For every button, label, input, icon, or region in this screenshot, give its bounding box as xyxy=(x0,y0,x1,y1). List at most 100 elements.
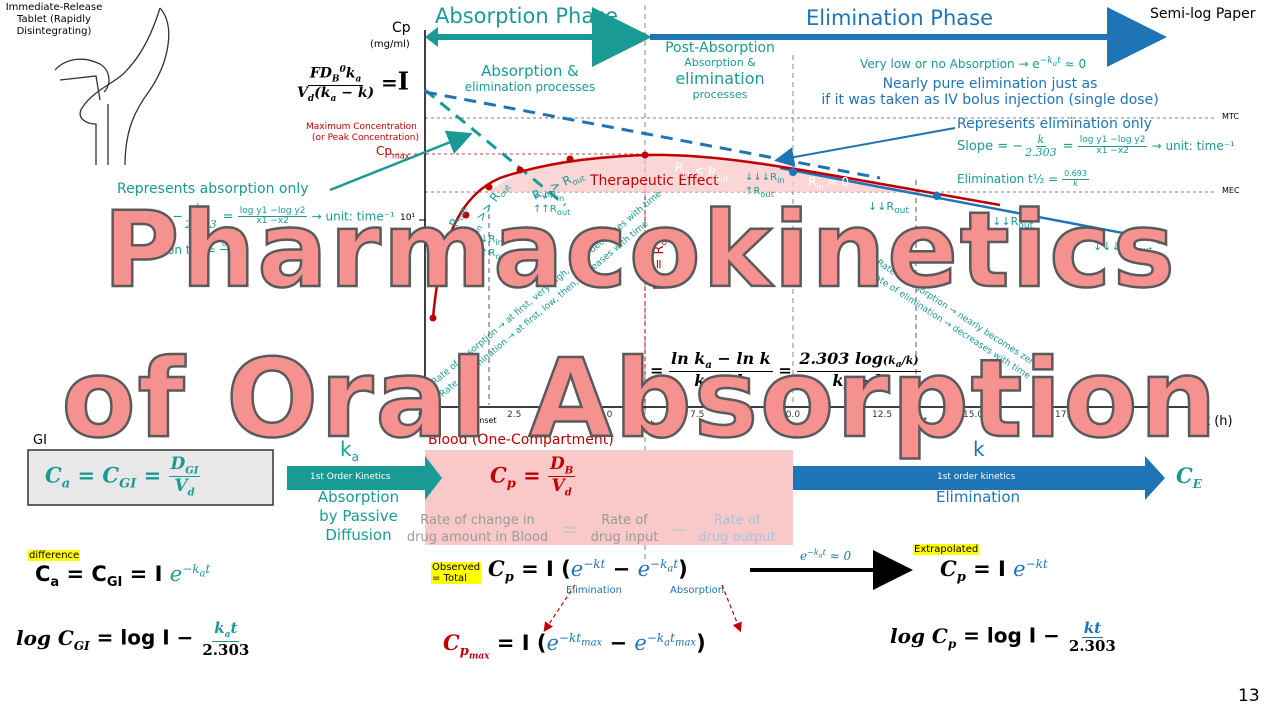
x-tick-label: 7.5 xyxy=(690,410,705,420)
elimination-small-label: Elimination xyxy=(566,585,623,596)
rate-output-line2: drug output xyxy=(698,530,776,545)
mec-label: MEC xyxy=(1222,186,1240,195)
ce-label: CE xyxy=(1176,463,1202,491)
post-abs-line2: Absorption & xyxy=(684,56,756,69)
cpmax-arrow-left xyxy=(543,584,576,632)
y-tick-label-0: 10⁰ xyxy=(400,398,416,408)
rate-input-label: Rate of drug input xyxy=(582,512,667,546)
blood-box xyxy=(425,450,793,545)
post-absorption-text: Post-Absorption Absorption & elimination… xyxy=(650,40,790,101)
ka-main: k xyxy=(340,437,352,461)
very-low-absorption: Very low or no Absorption → e−kat ≈ 0 xyxy=(860,56,1087,71)
rate-change-line2: drug amount in Blood xyxy=(406,530,549,545)
gi-label: GI xyxy=(33,433,47,448)
rin-approx-zero: Rin ≈ 0 xyxy=(808,175,849,192)
tablet-label: Immediate-Release Tablet (Rapidly Disint… xyxy=(5,2,103,37)
rin-arrows-1: ↓↓Rin↑↑Rout xyxy=(533,190,571,217)
tmax-main: t xyxy=(650,418,655,432)
rout-down-2: ↓↓↓Rout xyxy=(983,215,1034,232)
cpmax-label: Cpmax xyxy=(376,144,409,160)
passive-line2: by Passive xyxy=(319,507,398,525)
nearly-pure-line1: Nearly pure elimination just as xyxy=(882,76,1098,92)
x-tick-label: 2.5 xyxy=(507,410,522,420)
elim-points xyxy=(789,168,1164,244)
cpmax-arrow-right xyxy=(721,584,742,633)
represents-absorption: Represents absorption only xyxy=(117,181,309,197)
abs-proc-line1: Absorption & xyxy=(481,62,579,80)
absorption-phase-title: Absorption Phase xyxy=(435,4,619,28)
observed-badge: Observed = Total xyxy=(431,562,482,584)
rate-output-label: Rate of drug output xyxy=(692,512,782,546)
post-abs-line1: Post-Absorption xyxy=(665,40,775,56)
k-label: k xyxy=(973,437,985,461)
passive-diffusion-label: Absorption by Passive Diffusion xyxy=(296,488,421,545)
x-tick-label: 17.5 xyxy=(1055,410,1076,420)
cp-curve xyxy=(431,153,1001,319)
rate-change-label: Rate of change in drug amount in Blood xyxy=(400,512,555,546)
x-tick-label: 20.0 xyxy=(1148,410,1169,420)
first-order-elim-label: 1st order kinetics xyxy=(937,472,1016,482)
elim-slope-unit: → unit: time⁻¹ xyxy=(1151,139,1235,154)
abs-pointer xyxy=(329,130,473,192)
abs-slope-text: Slope = xyxy=(117,209,169,225)
overlay-title-line1: Pharmacokinetics xyxy=(102,189,1177,312)
x-tick-label: 5.0 xyxy=(598,410,613,420)
k-arrow xyxy=(793,456,1165,500)
therapeutic-effect-label: Therapeutic Effect xyxy=(590,173,719,189)
rout-down-3: ↓↓↓↓Rout xyxy=(1093,240,1153,257)
rout-down-1: ↓↓Rout xyxy=(868,200,910,217)
absorption-phase-arrow-tail xyxy=(425,27,438,47)
very-low-text: Very low or no Absorption → e xyxy=(860,57,1040,71)
absorption-small-label: Absorption xyxy=(670,585,725,596)
page-number: 13 xyxy=(1238,686,1260,706)
abs-slope-unit: → unit: time⁻¹ xyxy=(311,209,395,224)
eq-sign: = xyxy=(561,518,579,543)
rin-arrows-2: ↓Rin↑Rout xyxy=(480,234,509,261)
y-tick-label-1: 10¹ xyxy=(400,213,416,223)
represents-elimination: Represents elimination only xyxy=(957,116,1152,132)
rate-change-line1: Rate of change in xyxy=(420,513,535,528)
x-tick-label: 10.0 xyxy=(780,410,801,420)
elim-pointer xyxy=(774,127,956,167)
ca-equation: Ca = CGI = I e−kat xyxy=(35,562,211,591)
post-abs-line3: elimination xyxy=(675,69,765,88)
tmax-label: tmax xyxy=(650,418,672,434)
x-axis-label: t (h) xyxy=(1205,414,1233,429)
x-tick-label: 12.5 xyxy=(872,410,893,420)
cpmax-main: Cp xyxy=(376,144,392,158)
elimination-phase-title: Elimination Phase xyxy=(806,6,994,30)
ka-label: ka xyxy=(340,437,359,464)
rin-arrows-3: ↓↓↓Rin↑Rout xyxy=(745,172,785,199)
passive-line3: Diffusion xyxy=(325,526,392,544)
cp-curve-points xyxy=(429,151,649,322)
rate-output-line1: Rate of xyxy=(713,513,761,528)
y-axis-label: Cp xyxy=(392,20,411,36)
intercept-I: I xyxy=(397,66,410,96)
post-abs-line4: processes xyxy=(692,88,748,101)
cpmax-equation: Cpmax = I (e−ktmax − e−katmax) xyxy=(443,630,706,662)
rate-input-line2: drug input xyxy=(590,530,659,545)
therapeutic-fill xyxy=(489,153,916,192)
semi-log-paper-label: Semi-log Paper xyxy=(1150,6,1256,22)
x-tick-label: 15.0 xyxy=(963,410,984,420)
absorption-processes-text: Absorption & elimination processes xyxy=(455,62,605,94)
absorption-extrapolated-line xyxy=(424,88,566,207)
overlay-title-line2: of Oral Absorption xyxy=(60,336,1219,463)
rate-input-line1: Rate of xyxy=(601,513,648,528)
max-conc-label: Maximum Concentration xyxy=(306,122,417,132)
cpmax-sub: max xyxy=(392,151,410,161)
first-order-abs-label: 1st Order Kinetics xyxy=(310,472,391,482)
blood-label: Blood (One-Compartment) xyxy=(428,432,614,448)
onset-label: Onset xyxy=(473,416,497,425)
extrapolation-condition: e−kat ≈ 0 xyxy=(800,548,852,563)
observed-line2: = Total xyxy=(432,573,467,584)
